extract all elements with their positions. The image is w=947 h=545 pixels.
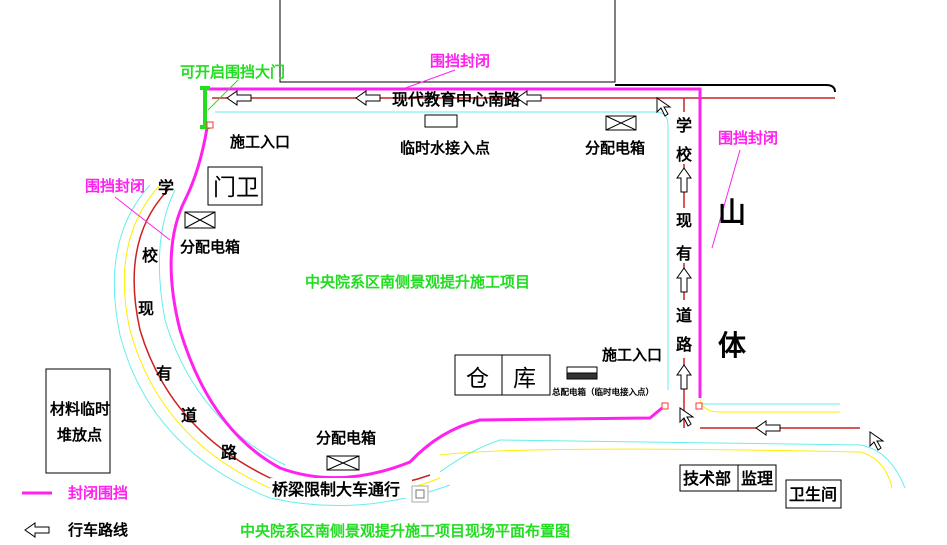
supervisor-box: 监理 xyxy=(737,464,777,492)
svg-text:路: 路 xyxy=(676,335,693,354)
mountain-label-2: 体 xyxy=(718,329,747,362)
entrance-label: 施工入口 xyxy=(230,133,290,151)
legend-route: 行车路线 xyxy=(67,521,128,539)
dist-box-label-2: 分配电箱 xyxy=(180,238,240,256)
svg-text:路: 路 xyxy=(221,443,238,462)
svg-text:有: 有 xyxy=(156,364,172,383)
enclosure-line xyxy=(114,69,741,480)
svg-text:堆放点: 堆放点 xyxy=(57,426,102,444)
building-outline xyxy=(279,0,616,83)
cursor-arrow-icon xyxy=(656,97,671,117)
water-point-label: 临时水接入点 xyxy=(400,139,490,157)
material-area-box: 材料临时 堆放点 xyxy=(45,368,111,474)
svg-text:仓: 仓 xyxy=(466,366,489,392)
road-west-label: 学 校 现 有 道 路 xyxy=(138,178,238,462)
legend: 封闭围挡 行车路线 xyxy=(22,484,128,539)
main-power-label: 总配电箱（临时电接入点） xyxy=(552,387,654,398)
enclosure-label-west: 围挡封闭 xyxy=(85,177,145,195)
image-icon[interactable] xyxy=(411,485,429,503)
main-power-box xyxy=(566,366,598,380)
tech-dept-box: 技术部 xyxy=(679,464,739,492)
svg-text:现: 现 xyxy=(676,211,692,230)
distribution-box-icon xyxy=(184,211,216,229)
water-point-box xyxy=(424,114,458,128)
toilet-box: 卫生间 xyxy=(785,479,842,509)
svg-text:材料临时: 材料临时 xyxy=(50,400,110,418)
legend-enclosure: 封闭围挡 xyxy=(68,484,128,502)
svg-text:现: 现 xyxy=(138,299,154,318)
entrance-label-2: 施工入口 xyxy=(602,346,662,364)
svg-text:监理: 监理 xyxy=(741,469,773,488)
gate-label: 可开启围挡大门 xyxy=(180,63,285,81)
svg-text:卫生间: 卫生间 xyxy=(789,485,837,504)
enclosure-label-north: 围挡封闭 xyxy=(430,52,490,70)
dist-box-label: 分配电箱 xyxy=(585,139,645,157)
svg-text:学: 学 xyxy=(676,116,692,135)
guard-label: 门卫 xyxy=(213,175,259,201)
entry-markers xyxy=(206,121,703,410)
svg-text:学: 学 xyxy=(158,178,174,197)
svg-text:技术部: 技术部 xyxy=(683,469,731,488)
svg-text:库: 库 xyxy=(513,366,536,392)
svg-text:校: 校 xyxy=(142,246,159,265)
arrow-left-icon xyxy=(24,522,50,538)
road-east-label: 学 校 现 有 道 路 xyxy=(674,112,694,358)
distribution-box-icon xyxy=(605,115,637,131)
svg-text:道: 道 xyxy=(181,406,197,425)
svg-text:有: 有 xyxy=(676,244,692,263)
distribution-box-icon xyxy=(326,455,360,471)
enclosure-label-east: 围挡封闭 xyxy=(718,129,778,147)
dist-box-label-3: 分配电箱 xyxy=(316,429,376,447)
plan-title: 中央院系区南侧景观提升施工项目现场平面布置图 xyxy=(240,522,570,540)
bridge-label: 桥梁限制大车通行 xyxy=(272,480,400,499)
svg-text:校: 校 xyxy=(676,145,693,164)
svg-text:道: 道 xyxy=(676,306,692,325)
guard-box xyxy=(207,166,263,206)
project-label: 中央院系区南侧景观提升施工项目 xyxy=(305,273,530,291)
gate xyxy=(200,79,239,129)
warehouse-box: 仓 库 xyxy=(454,354,551,396)
mountain-label: 山 xyxy=(718,196,746,229)
road-north-label: 现代教育中心南路 xyxy=(392,90,521,109)
